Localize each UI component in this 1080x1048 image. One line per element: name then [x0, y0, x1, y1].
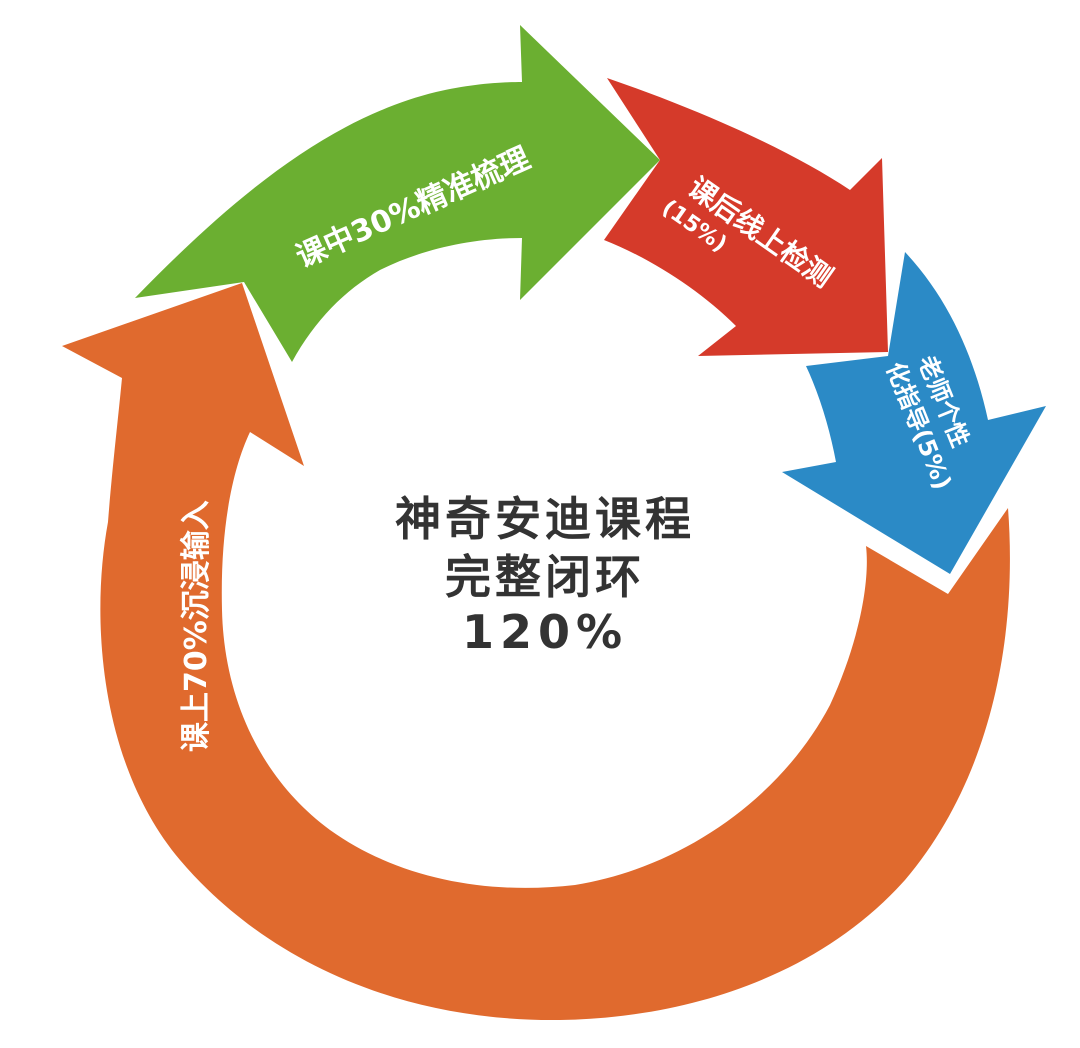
- center-title-line1: 神奇安迪课程: [395, 492, 695, 546]
- orange-arrow: [62, 283, 1010, 1021]
- center-percent: 120%: [462, 605, 628, 659]
- green-arrow: [135, 25, 660, 362]
- red-arrow: [604, 78, 888, 356]
- orange-label: 课上70%沉浸输入: [179, 500, 214, 752]
- blue-arrow: [782, 252, 1046, 574]
- center-title-line2: 完整闭环: [445, 550, 645, 604]
